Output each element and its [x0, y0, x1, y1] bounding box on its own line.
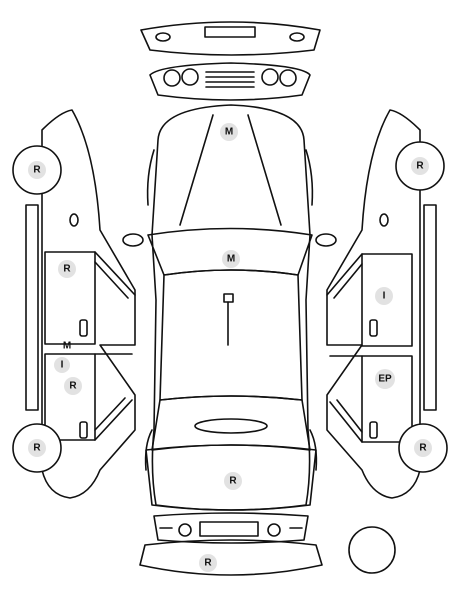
svg-text:R: R	[229, 476, 237, 487]
marker-left-pillar-top: M	[63, 341, 71, 352]
front-fascia[interactable]	[149, 62, 311, 101]
svg-text:M: M	[227, 254, 235, 265]
svg-text:M: M	[225, 127, 233, 138]
rear-bumper[interactable]	[139, 539, 323, 576]
svg-text:R: R	[419, 443, 427, 454]
roof[interactable]	[159, 269, 303, 401]
left-side-profile	[25, 109, 136, 499]
svg-text:R: R	[33, 443, 41, 454]
left-mirror	[122, 233, 144, 247]
marker-right-rear-wheel: R	[414, 439, 432, 457]
svg-text:R: R	[416, 161, 424, 172]
rear-fascia[interactable]	[153, 512, 309, 544]
marker-left-rear-wheel: R	[28, 439, 46, 457]
svg-text:EP: EP	[378, 374, 392, 385]
marker-windshield: M	[222, 250, 240, 268]
marker-left-front-wheel: R	[28, 161, 46, 179]
marker-rear-bumper: R	[199, 554, 217, 572]
svg-text:R: R	[69, 381, 77, 392]
svg-text:R: R	[204, 558, 212, 569]
front-bumper[interactable]	[140, 21, 321, 56]
right-mirror	[315, 233, 337, 247]
marker-right-front-door: I	[375, 287, 393, 305]
marker-left-front-door: R	[58, 260, 76, 278]
svg-text:I: I	[383, 291, 386, 302]
car-body-top	[122, 104, 337, 511]
marker-left-pillar-bottom: I	[54, 357, 70, 373]
marker-trunk: R	[224, 472, 242, 490]
marker-left-rear-door: R	[64, 377, 82, 395]
marker-right-front-wheel: R	[411, 157, 429, 175]
svg-text:R: R	[33, 165, 41, 176]
svg-text:I: I	[61, 360, 64, 371]
marker-right-rear-door: EP	[375, 369, 395, 389]
marker-hood: M	[220, 123, 238, 141]
trunk[interactable]	[144, 395, 318, 511]
spare-tire[interactable]	[348, 526, 396, 574]
svg-text:R: R	[63, 264, 71, 275]
